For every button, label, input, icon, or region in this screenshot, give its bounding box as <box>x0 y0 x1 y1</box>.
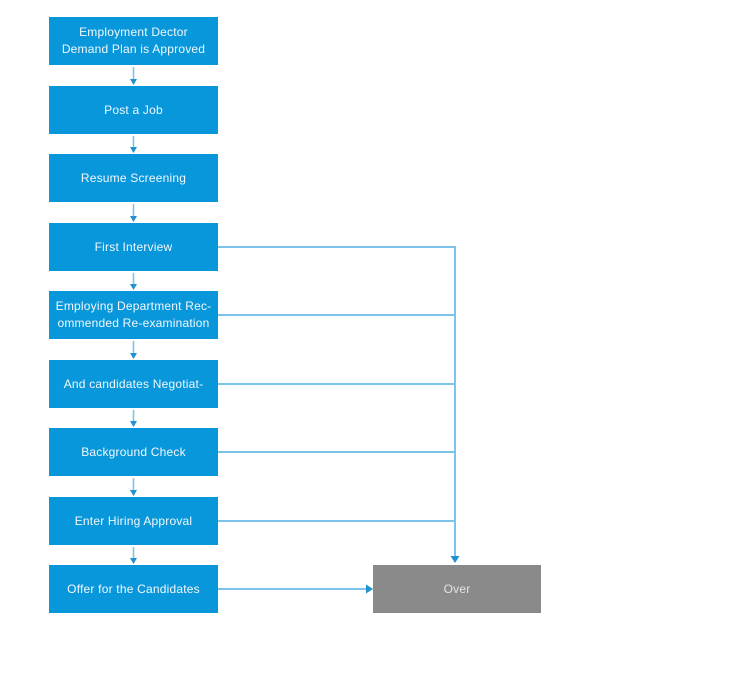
down-arrow-head-icon <box>130 490 137 496</box>
down-arrow-head-icon <box>130 284 137 290</box>
down-arrow-head-icon <box>450 556 460 563</box>
flow-step-enter-hiring-approval: Enter Hiring Approval <box>49 497 218 545</box>
flow-end-over: Over <box>373 565 541 613</box>
flow-step-offer-for-candidates: Offer for the Candidates <box>49 565 218 613</box>
down-arrow-head-icon <box>130 79 137 85</box>
right-arrow-head-icon <box>366 584 373 594</box>
flow-step-employment-demand-plan: Employment Dector Demand Plan is Approve… <box>49 17 218 65</box>
down-arrow-head-icon <box>130 216 137 222</box>
flow-step-resume-screening: Resume Screening <box>49 154 218 202</box>
flow-step-post-a-job: Post a Job <box>49 86 218 134</box>
flow-step-first-interview: First Interview <box>49 223 218 271</box>
flow-step-candidates-negotiate: And candidates Negotiat- <box>49 360 218 408</box>
flow-step-background-check: Background Check <box>49 428 218 476</box>
down-arrow-head-icon <box>130 558 137 564</box>
down-arrow-head-icon <box>130 147 137 153</box>
flow-step-dept-recommended-reexamination: Employing Department Rec- ommended Re-ex… <box>49 291 218 339</box>
down-arrow-head-icon <box>130 353 137 359</box>
down-arrow-head-icon <box>130 421 137 427</box>
